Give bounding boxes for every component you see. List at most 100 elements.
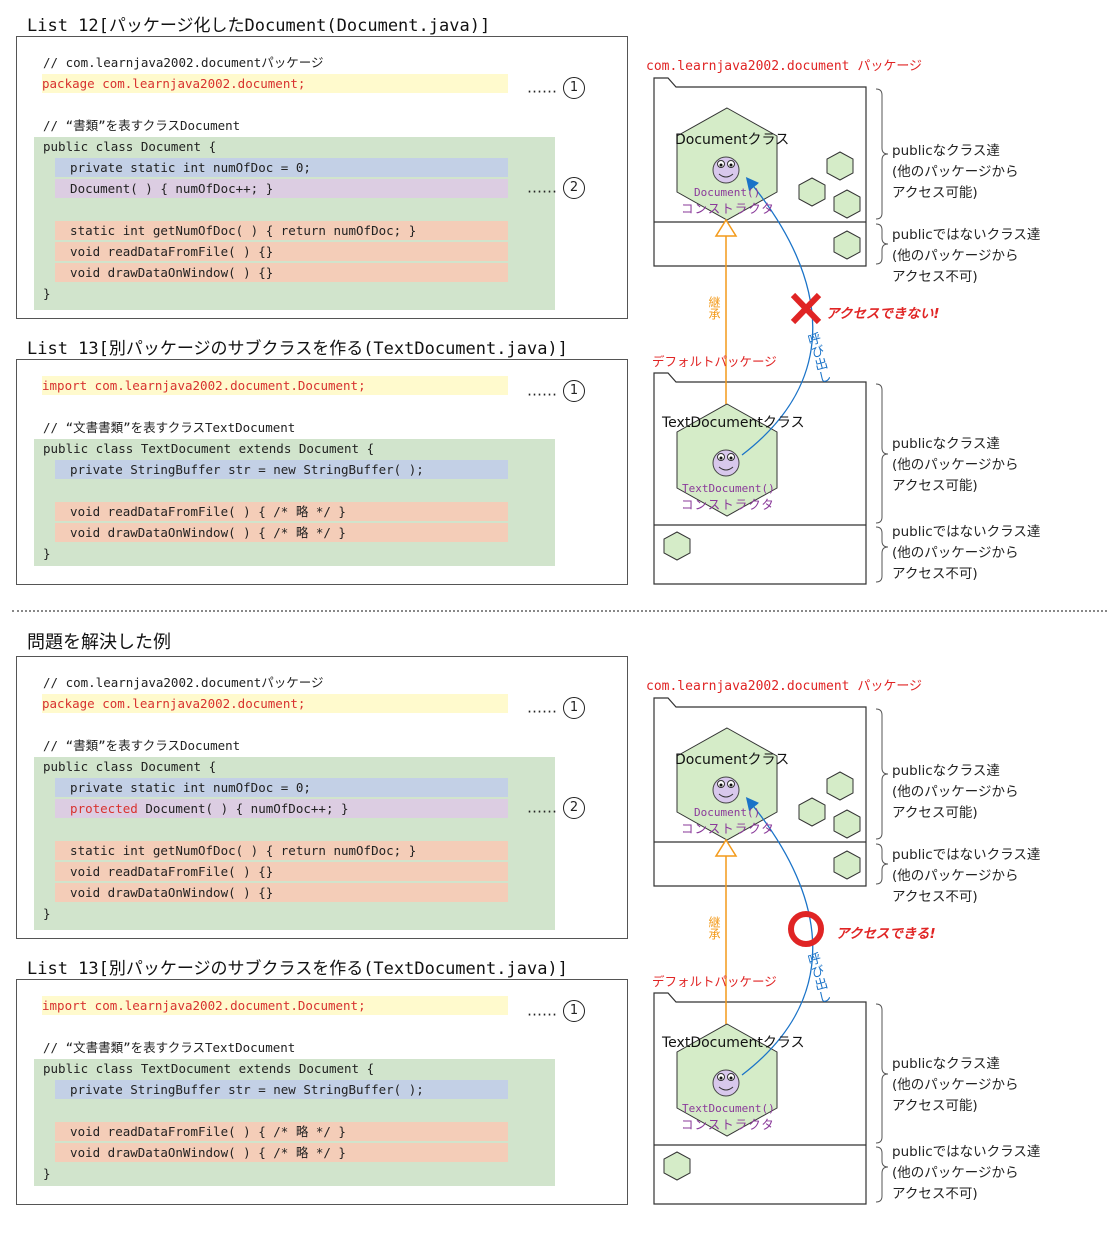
brace: [875, 1146, 889, 1203]
call-arrow: [741, 796, 814, 1076]
code-line: // com.learnjava2002.documentパッケージ: [43, 675, 324, 690]
code-line: // “書類”を表すクラスDocument: [43, 118, 241, 133]
constructor-face-icon: [712, 776, 740, 804]
marker-2: ……2: [527, 797, 585, 819]
code-line: }: [43, 906, 51, 921]
doc-package-label: com.learnjava2002.document パッケージ: [646, 679, 923, 694]
public-class-hexagon: [833, 189, 861, 219]
code-line: }: [43, 286, 51, 301]
code-line: }: [43, 546, 51, 561]
nonpublic-classes-label: publicではないクラス達 (他のパッケージから アクセス不可): [892, 847, 1041, 905]
ctor-label: コンストラクタ: [681, 821, 775, 836]
code-line-field: private static int numOfDoc = 0;: [55, 158, 508, 177]
brace: [875, 223, 889, 265]
nonpublic-class-hexagon: [663, 1151, 691, 1181]
public-classes-label: publicなクラス達 (他のパッケージから アクセス可能): [892, 763, 1019, 821]
list12-code-box: // com.learnjava2002.documentパッケージ packa…: [16, 36, 628, 319]
document-class-label: Documentクラス: [675, 752, 790, 768]
ctor-label: コンストラクタ: [681, 1117, 775, 1132]
ctor-label: コンストラクタ: [681, 497, 775, 512]
code-line-ctor: Document( ) { numOfDoc++; }: [55, 179, 508, 198]
doc-package-label: com.learnjava2002.document パッケージ: [646, 59, 923, 74]
code-line-method: static int getNumOfDoc( ) { return numOf…: [55, 221, 508, 240]
inherit-label: 継承: [707, 296, 721, 320]
brace: [875, 383, 889, 524]
code-line: // “書類”を表すクラスDocument: [43, 738, 241, 753]
ctor-label: コンストラクタ: [681, 201, 775, 216]
document-ctor-label: Document(): [694, 186, 761, 199]
inherit-label: 継承: [707, 916, 721, 940]
textdocument-ctor-label: TextDocument(): [682, 482, 775, 495]
public-class-hexagon: [798, 177, 826, 207]
nonpublic-classes-label: publicではないクラス達 (他のパッケージから アクセス不可): [892, 227, 1041, 285]
brace: [875, 843, 889, 885]
public-classes-label: publicなクラス達 (他のパッケージから アクセス可能): [892, 143, 1019, 201]
brace: [875, 88, 889, 220]
call-arrow: [741, 176, 814, 456]
textdocument-class-label: TextDocumentクラス: [662, 1035, 805, 1051]
code-line-ctor: protected Document( ) { numOfDoc++; }: [55, 799, 508, 818]
code-line-import: import com.learnjava2002.document.Docume…: [42, 996, 508, 1015]
code-line-field: private static int numOfDoc = 0;: [55, 778, 508, 797]
access-denied-x-icon: [790, 292, 822, 325]
nonpublic-class-hexagon: [833, 850, 861, 880]
constructor-face-icon: [712, 449, 740, 477]
list12-fixed-code-box: // com.learnjava2002.documentパッケージ packa…: [16, 656, 628, 939]
list13-code-box: import com.learnjava2002.document.Docume…: [16, 359, 628, 585]
code-line-import: import com.learnjava2002.document.Docume…: [42, 376, 508, 395]
code-line: public class Document {: [43, 139, 217, 154]
access-denied-label: アクセスできない!: [826, 306, 940, 322]
list13-fixed-code-box: import com.learnjava2002.document.Docume…: [16, 979, 628, 1205]
public-class-hexagon: [798, 797, 826, 827]
code-line: // com.learnjava2002.documentパッケージ: [43, 55, 324, 70]
default-package-label: デフォルトパッケージ: [652, 974, 777, 989]
public-classes-label: publicなクラス達 (他のパッケージから アクセス可能): [892, 436, 1019, 494]
code-line-method: void readDataFromFile( ) { /* 略 */ }: [55, 1122, 508, 1141]
code-line-field: private StringBuffer str = new StringBuf…: [55, 1080, 508, 1099]
constructor-face-icon: [712, 1069, 740, 1097]
list12-title: List 12[パッケージ化したDocument(Document.java)]: [27, 16, 491, 36]
code-line-package: package com.learnjava2002.document;: [42, 74, 508, 93]
public-class-hexagon: [826, 771, 854, 801]
document-class-label: Documentクラス: [675, 132, 790, 148]
constructor-face-icon: [712, 156, 740, 184]
nonpublic-classes-label: publicではないクラス達 (他のパッケージから アクセス不可): [892, 524, 1041, 582]
nonpublic-class-hexagon: [833, 230, 861, 260]
brace: [875, 1003, 889, 1144]
textdocument-class-label: TextDocumentクラス: [662, 415, 805, 431]
section2-heading: 問題を解決した例: [27, 632, 171, 653]
protected-keyword: protected: [55, 801, 138, 816]
code-line-method: static int getNumOfDoc( ) { return numOf…: [55, 841, 508, 860]
code-line-method: void readDataFromFile( ) {}: [55, 242, 508, 261]
code-line: }: [43, 1166, 51, 1181]
access-ok-label: アクセスできる!: [836, 926, 936, 942]
code-line-method: void drawDataOnWindow( ) {}: [55, 263, 508, 282]
code-line: // “文書書類”を表すクラスTextDocument: [43, 420, 296, 435]
code-line-method: void drawDataOnWindow( ) {}: [55, 883, 508, 902]
access-ok-circle-icon: [788, 911, 824, 947]
code-line-method: void drawDataOnWindow( ) { /* 略 */ }: [55, 523, 508, 542]
list13-title: List 13[別パッケージのサブクラスを作る(TextDocument.jav…: [27, 339, 568, 359]
nonpublic-class-hexagon: [663, 531, 691, 561]
code-line-method: void readDataFromFile( ) { /* 略 */ }: [55, 502, 508, 521]
code-line-method: void readDataFromFile( ) {}: [55, 862, 508, 881]
section-separator: [12, 610, 1107, 612]
marker-1: ……1: [527, 1000, 585, 1022]
code-line: // “文書書類”を表すクラスTextDocument: [43, 1040, 296, 1055]
public-class-hexagon: [833, 809, 861, 839]
public-classes-label: publicなクラス達 (他のパッケージから アクセス可能): [892, 1056, 1019, 1114]
marker-2: ……2: [527, 177, 585, 199]
textdocument-ctor-label: TextDocument(): [682, 1102, 775, 1115]
document-ctor-label: Document(): [694, 806, 761, 819]
default-package-label: デフォルトパッケージ: [652, 354, 777, 369]
code-line-method: void drawDataOnWindow( ) { /* 略 */ }: [55, 1143, 508, 1162]
inheritance-arrowhead: [714, 218, 738, 237]
code-line: public class Document {: [43, 759, 217, 774]
marker-1: ……1: [527, 77, 585, 99]
marker-1: ……1: [527, 697, 585, 719]
marker-1: ……1: [527, 380, 585, 402]
public-class-hexagon: [826, 151, 854, 181]
brace: [875, 708, 889, 840]
inheritance-arrowhead: [714, 838, 738, 857]
